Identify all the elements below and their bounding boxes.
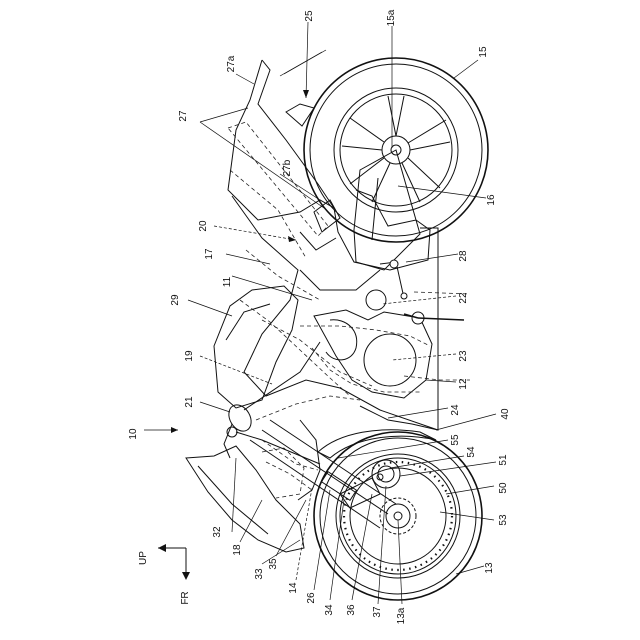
ref-32: 32 — [212, 526, 223, 538]
ref-13a: 13a — [396, 607, 407, 624]
fr-label: FR — [180, 591, 191, 604]
ref-11: 11 — [222, 276, 233, 287]
ref-27: 27 — [178, 110, 189, 122]
ref-16: 16 — [486, 194, 497, 206]
ref-20: 20 — [198, 220, 209, 232]
ref-13: 13 — [484, 562, 495, 574]
ref-40: 40 — [500, 408, 511, 420]
hidden-frame-lines — [228, 122, 470, 498]
ref-55: 55 — [450, 434, 461, 446]
ref-54: 54 — [466, 446, 477, 458]
ref-50: 50 — [498, 482, 509, 494]
ref-27b: 27b — [282, 159, 293, 176]
ref-26: 26 — [306, 592, 317, 604]
ref-29: 29 — [170, 294, 181, 306]
up-label: UP — [138, 551, 149, 565]
ref-21: 21 — [184, 396, 195, 408]
ref-18: 18 — [232, 544, 243, 556]
ref-51: 51 — [498, 454, 509, 466]
ref-53: 53 — [498, 514, 509, 526]
ref-27a: 27a — [226, 55, 237, 72]
ref-34: 34 — [324, 604, 335, 616]
ref-14: 14 — [288, 582, 299, 594]
ref-17: 17 — [204, 248, 215, 260]
ref-15a: 15a — [386, 9, 397, 26]
ref-23: 23 — [458, 350, 469, 362]
ref-12: 12 — [458, 378, 469, 390]
orientation-indicator: UP FR — [138, 544, 191, 605]
ref-33: 33 — [254, 568, 265, 580]
ref-35: 35 — [268, 558, 279, 570]
ref-24: 24 — [450, 404, 461, 416]
ref-36: 36 — [346, 604, 357, 616]
ref-25: 25 — [304, 10, 315, 22]
ref-28: 28 — [458, 250, 469, 262]
ref-22: 22 — [458, 292, 469, 304]
ref-15: 15 — [478, 46, 489, 58]
ref-19: 19 — [184, 350, 195, 362]
ref-10: 10 — [128, 428, 139, 440]
ref-37: 37 — [372, 606, 383, 618]
